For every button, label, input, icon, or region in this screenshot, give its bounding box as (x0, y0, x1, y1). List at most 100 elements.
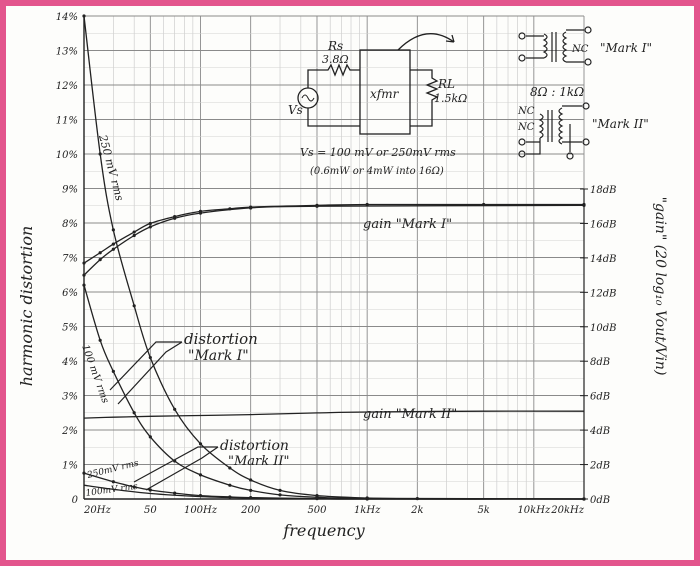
mark2-label: "Mark II" (592, 117, 649, 131)
ratio-label: 8Ω : 1kΩ (530, 85, 584, 99)
y-tick-label-left: 6% (62, 288, 78, 299)
transformer-mark1 (518, 26, 592, 66)
y-tick-label-left: 9% (62, 185, 78, 196)
data-point (249, 488, 253, 492)
data-point (132, 233, 136, 238)
data-point (111, 369, 115, 373)
y-tick-label-left: 13% (56, 47, 78, 58)
data-point (148, 225, 152, 229)
vs-note: (0.6mW or 4mW into 16Ω) (310, 166, 444, 177)
label-distortion-mark2-name: "Mark II" (228, 454, 290, 469)
data-point (132, 304, 136, 308)
x-tick-label: 50 (144, 505, 157, 516)
label-distortion-mark1: distortion (184, 330, 258, 348)
rl-value: 1.5kΩ (434, 92, 467, 105)
data-point (148, 221, 152, 226)
y-axis-label-right: "gain" (20 log₁₀ Vout/Vin) (652, 197, 668, 376)
y-tick-label-right: 18dB (590, 185, 616, 196)
label-gain-mark1: gain "Mark I" (363, 217, 452, 232)
series-line-4 (83, 203, 584, 264)
y-tick-label-left: 1% (62, 461, 78, 472)
data-point (111, 242, 115, 246)
data-point (228, 466, 232, 470)
data-point (198, 211, 203, 215)
data-point (198, 442, 203, 446)
data-point (278, 488, 282, 492)
data-point (98, 152, 102, 156)
series-line-6 (83, 410, 585, 419)
label-250mv-mark2: 250mV rms (85, 458, 140, 481)
y-tick-label-right: 14dB (590, 254, 616, 265)
data-point (82, 283, 86, 287)
data-point (82, 261, 86, 265)
mark2-nc1-label: NC (517, 106, 535, 117)
data-point (98, 251, 102, 255)
mark1-nc-label: NC (571, 44, 589, 55)
y-tick-label-left: 5% (62, 323, 78, 334)
data-point (82, 273, 86, 277)
data-point (198, 473, 203, 477)
label-gain-mark2: gain "Mark II" (363, 407, 457, 422)
data-point (173, 216, 177, 220)
data-point (228, 483, 232, 487)
x-axis-label: frequency (282, 521, 365, 540)
y-tick-label-right: 4dB (589, 426, 610, 437)
data-point (132, 411, 136, 415)
data-point (582, 203, 586, 207)
x-tick-label: 2k (410, 505, 423, 516)
x-tick-label: 1kHz (354, 505, 381, 516)
data-point (111, 247, 115, 251)
xfmr-label: xfmr (370, 87, 400, 101)
y-tick-label-left: 4% (61, 357, 78, 368)
y-tick-label-left: 0 (72, 495, 79, 506)
x-tick-label: 20Hz (83, 505, 111, 516)
series-line-1 (83, 284, 585, 500)
y-tick-label-right: 6dB (590, 392, 610, 403)
data-point (249, 478, 253, 482)
data-point (82, 471, 86, 475)
y-tick-label-left: 10% (56, 150, 78, 161)
data-point (148, 355, 152, 360)
left-tick-labels: 01%2%3%4%5%6%7%8%9%10%11%12%13%14% (56, 12, 79, 506)
data-point (173, 491, 177, 495)
y-axis-label-left: harmonic distortion (17, 226, 36, 387)
label-250mv-mark1: 250 mV rms (96, 132, 126, 202)
y-tick-label-left: 11% (56, 116, 78, 127)
mark2-nc2-label: NC (517, 122, 535, 133)
arrow-to-variants (397, 33, 455, 51)
data-point (82, 14, 86, 18)
y-tick-label-right: 8dB (590, 357, 610, 368)
grid (83, 15, 585, 500)
label-distortion-mark1-name: "Mark I" (188, 348, 249, 364)
data-point (132, 230, 136, 234)
mark1-label: "Mark I" (600, 41, 652, 55)
y-tick-label-right: 10dB (590, 323, 616, 334)
x-tick-label: 5k (477, 505, 489, 516)
data-point (111, 228, 115, 232)
y-tick-label-left: 12% (56, 81, 78, 92)
rs-value: 3.8Ω (322, 53, 349, 66)
y-tick-label-left: 3% (62, 392, 78, 403)
series-line-2 (83, 472, 585, 500)
data-point (249, 206, 253, 210)
data-point (278, 493, 282, 497)
rs-label: Rs (327, 39, 343, 53)
data-point (148, 488, 152, 492)
vs-label: Vs (288, 103, 303, 117)
x-tick-label: 20kHz (550, 505, 585, 516)
label-distortion-mark2: distortion (220, 438, 289, 454)
data-point (111, 480, 115, 484)
data-point (315, 204, 319, 208)
leader-mark1 (109, 341, 183, 405)
leader-mark2 (133, 446, 219, 491)
data-point (365, 202, 369, 207)
y-tick-label-left: 8% (62, 219, 78, 230)
data-point (148, 435, 152, 439)
y-tick-label-left: 7% (62, 254, 78, 265)
y-tick-label-left: 14% (56, 12, 78, 23)
rl-label: RL (437, 77, 455, 91)
data-point (98, 338, 102, 342)
x-tick-label: 100Hz (184, 505, 218, 516)
